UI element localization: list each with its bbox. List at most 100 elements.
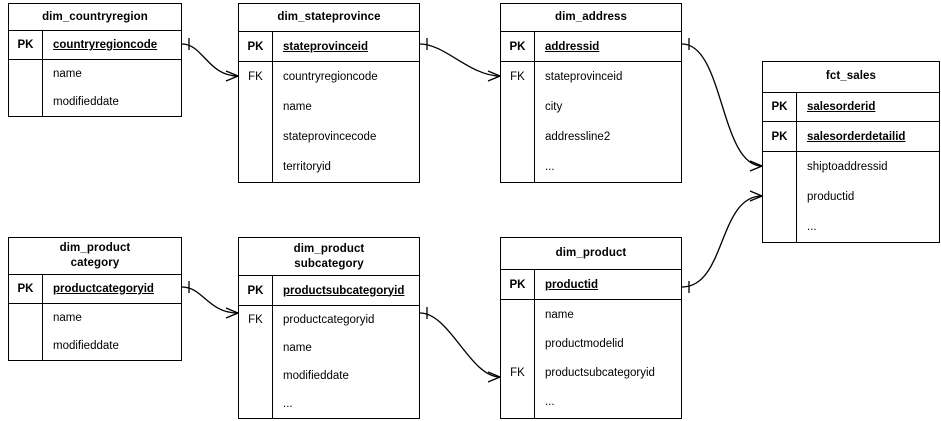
entity-body-dim-productsubcategory: FK productcategoryid name modifieddate .… (239, 306, 419, 418)
entity-body-dim-countryregion: name modifieddate (9, 60, 181, 116)
entity-pk-row[interactable]: PK productcategoryid (9, 274, 181, 304)
entity-body-keys: FK (239, 62, 273, 182)
attribute-label: salesorderid (807, 100, 876, 113)
attribute-name: name (53, 68, 82, 80)
entity-title-line: dim_product (555, 247, 627, 259)
entity-body-keys (9, 304, 43, 360)
entity-dim-countryregion[interactable]: dim_countryregion PK countryregioncode n… (8, 3, 182, 117)
entity-title-dim-stateprovince: dim_stateprovince (239, 4, 419, 32)
attribute-productcategoryid: productcategoryid (43, 275, 181, 303)
entity-title-line: dim_countryregion (42, 10, 148, 23)
entity-dim-productsubcategory[interactable]: dim_product subcategory PK productsubcat… (238, 237, 420, 419)
entity-title-dim-productsubcategory: dim_product subcategory (239, 238, 419, 276)
entity-dim-productcategory[interactable]: dim_product category PK productcategoryi… (8, 237, 182, 361)
entity-body-attributes: name modifieddate (43, 304, 181, 360)
entity-body-keys: FK (501, 300, 535, 418)
key-label-fk: FK (248, 71, 263, 83)
entity-dim-product[interactable]: dim_product PK productid FK name product… (500, 237, 682, 419)
key-label (501, 122, 534, 152)
key-label (239, 122, 272, 152)
entity-body-keys: FK (501, 62, 535, 182)
entity-body-dim-address: FK stateprovinceid city addressline2 ... (501, 62, 681, 182)
attribute-name: name (53, 312, 82, 324)
key-label (239, 390, 272, 418)
entity-body-attributes: shiptoaddressid productid ... (797, 152, 939, 242)
entity-pk-row[interactable]: PK productsubcategoryid (239, 276, 419, 306)
key-label-pk: PK (239, 276, 273, 305)
key-label (9, 332, 42, 360)
key-label (239, 334, 272, 362)
attribute-stateprovinceid: stateprovinceid (545, 71, 623, 83)
attribute-label: productid (545, 278, 599, 291)
key-label (501, 329, 534, 358)
entity-pk-row[interactable]: PK salesorderid (763, 92, 939, 123)
entity-pk-row[interactable]: PK countryregioncode (9, 31, 181, 60)
entity-title-dim-countryregion: dim_countryregion (9, 4, 181, 32)
entity-body-dim-product: FK name productmodelid productsubcategor… (501, 300, 681, 418)
key-label (239, 152, 272, 182)
key-label (239, 362, 272, 390)
entity-title-line: dim_product (59, 241, 131, 254)
entity-dim-address[interactable]: dim_address PK addressid FK stateprovinc… (500, 3, 682, 183)
entity-pk-row[interactable]: PK stateprovinceid (239, 32, 419, 62)
attribute-shiptoaddressid: shiptoaddressid (807, 161, 888, 173)
entity-body-attributes: countryregioncode name stateprovincecode… (273, 62, 419, 182)
entity-fct-sales[interactable]: fct_sales PK salesorderid PK salesorderd… (762, 61, 940, 243)
entity-body-attributes: name modifieddate (43, 60, 181, 116)
attribute-stateprovinceid: stateprovinceid (273, 32, 419, 61)
key-label-fk: FK (510, 366, 525, 379)
key-label-pk: PK (9, 274, 43, 303)
key-label-pk: PK (9, 31, 43, 59)
attribute-city: city (545, 101, 563, 113)
attribute-stateprovincecode: stateprovincecode (283, 131, 377, 143)
key-label (9, 88, 42, 116)
entity-dim-stateprovince[interactable]: dim_stateprovince PK stateprovinceid FK … (238, 3, 420, 183)
key-label-pk: PK (239, 32, 273, 61)
attribute-addressid: addressid (535, 32, 681, 61)
attribute-label: productcategoryid (53, 282, 154, 295)
entity-title-fct-sales: fct_sales (763, 62, 939, 93)
entity-body-keys (9, 60, 43, 116)
attribute-productsubcategoryid: productsubcategoryid (273, 276, 419, 305)
entity-title-dim-product: dim_product (501, 238, 681, 270)
attribute-salesorderdetailid: salesorderdetailid (797, 122, 939, 151)
entity-title-line: dim_stateprovince (277, 11, 381, 23)
entity-pk-row[interactable]: PK addressid (501, 32, 681, 62)
key-label (501, 92, 534, 122)
key-label-fk: FK (510, 71, 525, 83)
attribute-salesorderid: salesorderid (797, 93, 939, 122)
attribute-name: name (283, 342, 312, 354)
attribute-modifieddate: modifieddate (53, 340, 119, 352)
attribute-modifieddate: modifieddate (53, 96, 119, 108)
entity-body-dim-productcategory: name modifieddate (9, 304, 181, 360)
relationship-countryregion-stateprovince (181, 43, 239, 77)
entity-title-line: category (70, 256, 120, 269)
attribute-productid: productid (807, 191, 855, 203)
relationship-subcategory-product (419, 312, 501, 378)
attribute-productsubcategoryid: productsubcategoryid (545, 366, 655, 379)
entity-title-line: fct_sales (825, 70, 877, 83)
key-label (763, 152, 796, 182)
entity-body-attributes: productcategoryid name modifieddate ... (273, 306, 419, 418)
relationship-stateprovince-address (419, 43, 501, 77)
relationship-address-fctsales (681, 43, 763, 167)
relationship-product-fctsales (681, 195, 763, 288)
attribute-name: name (283, 101, 312, 113)
key-label-pk: PK (763, 122, 797, 151)
attribute-label: productsubcategoryid (283, 284, 405, 297)
entity-body-attributes: stateprovinceid city addressline2 ... (535, 62, 681, 182)
key-label (501, 300, 534, 329)
key-label (9, 304, 42, 332)
attribute-productid: productid (535, 270, 681, 299)
key-label-fk: FK (248, 314, 263, 326)
entity-pk-row[interactable]: PK salesorderdetailid (763, 122, 939, 152)
key-label-pk: PK (763, 92, 797, 122)
key-label (501, 152, 534, 182)
entity-title-line: dim_address (554, 11, 628, 23)
attribute-name: name (545, 308, 574, 321)
attribute-productcategoryid: productcategoryid (283, 314, 375, 326)
attribute-label: addressid (545, 40, 600, 53)
entity-body-dim-stateprovince: FK countryregioncode name stateprovincec… (239, 62, 419, 182)
entity-pk-row[interactable]: PK productid (501, 270, 681, 300)
